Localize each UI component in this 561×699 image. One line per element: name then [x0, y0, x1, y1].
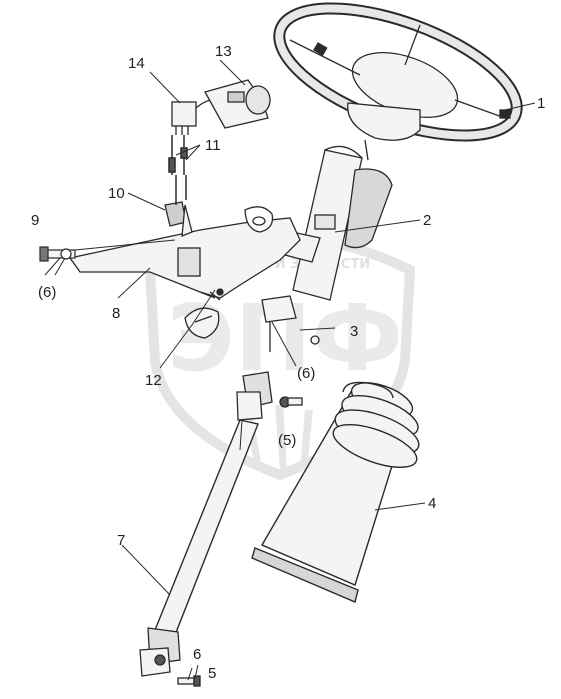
intermediate-shaft-7 — [154, 419, 259, 636]
callout-4: 4 — [428, 495, 436, 512]
callout-6: 6 — [193, 646, 201, 663]
callout-14: 14 — [128, 55, 145, 72]
callout-12: 12 — [145, 372, 162, 389]
bracket-3 — [261, 295, 320, 352]
steering-wheel — [273, 2, 523, 142]
clamp-12 — [184, 291, 221, 339]
callout-9: 9 — [31, 212, 39, 229]
callout-5-paren: (5) — [278, 432, 296, 449]
ignition-switch-13 — [204, 79, 271, 129]
callout-8: 8 — [112, 305, 120, 322]
callout-11: 11 — [205, 137, 221, 154]
lever-10 — [164, 201, 193, 237]
upper-steering-column — [284, 139, 393, 301]
callout-labels: 1 2 3 4 5 6 7 8 9 10 11 12 13 14 (5) (6)… — [31, 43, 545, 682]
cables-11 — [168, 135, 188, 205]
bolt-9 — [39, 246, 76, 262]
column-mounting-bracket — [68, 206, 301, 299]
universal-joint-upper — [236, 371, 303, 421]
callout-6-paren-mid: (6) — [297, 365, 315, 382]
callout-10: 10 — [108, 185, 125, 202]
callout-1: 1 — [537, 95, 545, 112]
column-boot-4 — [251, 381, 420, 603]
callout-2: 2 — [423, 212, 431, 229]
callout-7: 7 — [117, 532, 125, 549]
callout-5: 5 — [208, 665, 216, 682]
leader-lines — [44, 59, 536, 681]
callout-6-paren-left: (6) — [38, 284, 56, 301]
callout-3: 3 — [350, 323, 358, 340]
universal-joint-lower — [139, 627, 201, 687]
callout-13: 13 — [215, 43, 232, 60]
